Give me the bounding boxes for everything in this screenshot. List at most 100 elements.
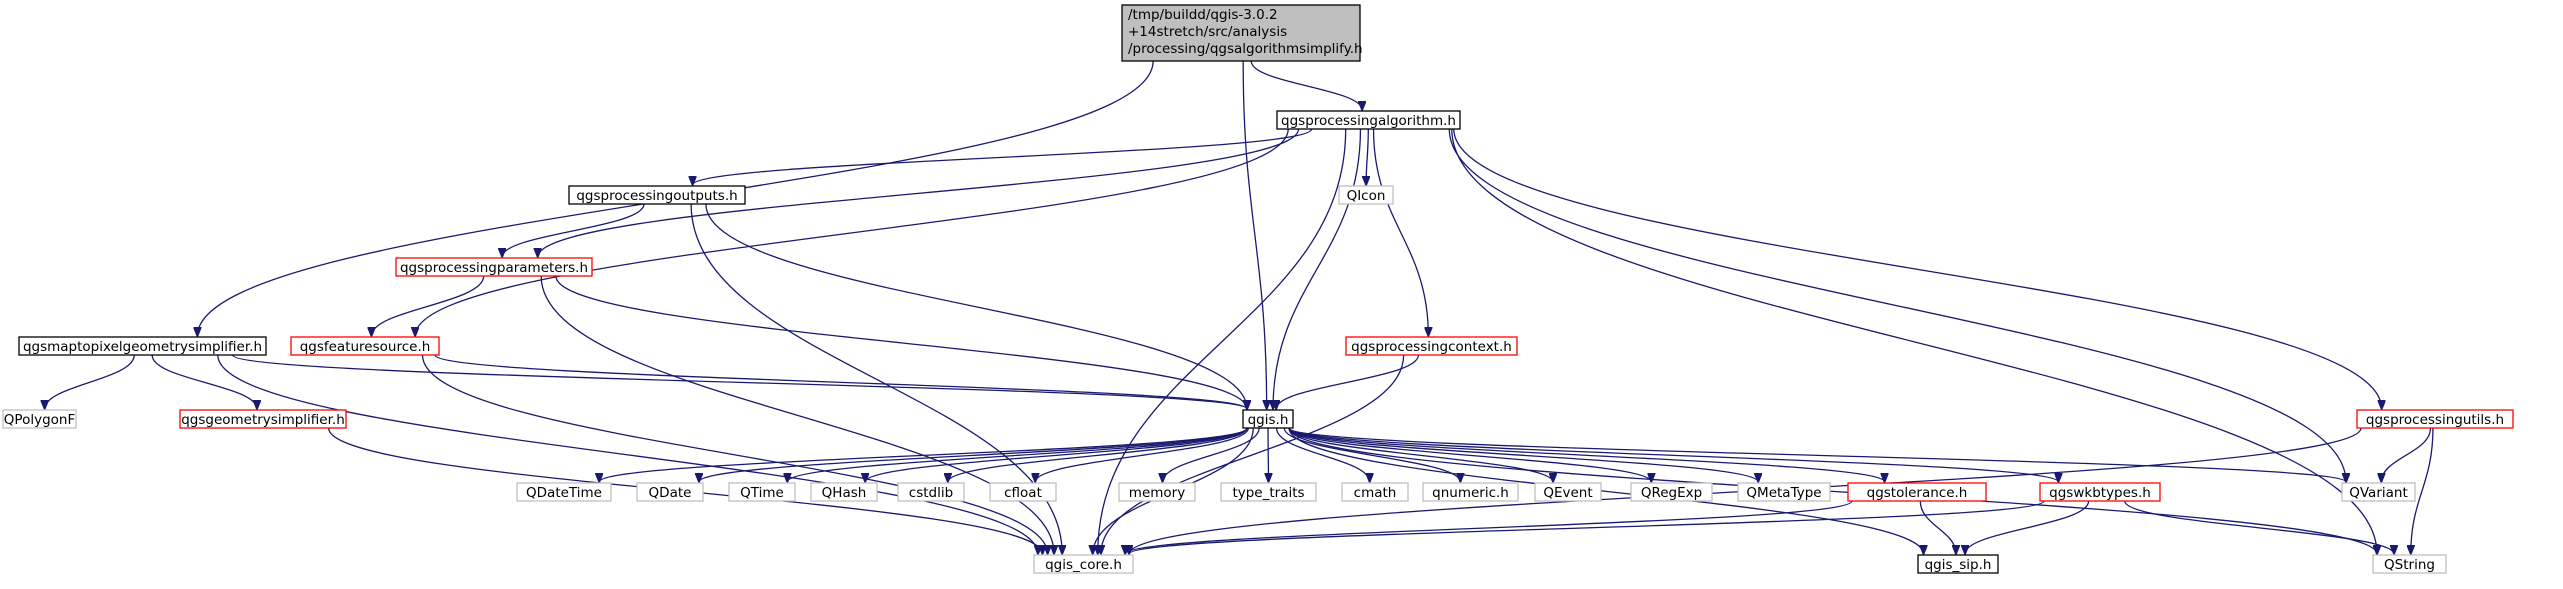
node-root[interactable]: /tmp/buildd/qgis-3.0.2+14stretch/src/ana… (1121, 4, 1363, 62)
node-parameters[interactable]: qgsprocessingparameters.h (395, 257, 593, 277)
node-simplifier[interactable]: qgsmaptopixelgeometrysimplifier.h (18, 336, 267, 356)
node-box (2341, 482, 2416, 502)
edge-qgis-to-qregexp (1288, 427, 1651, 482)
node-label: memory (1129, 485, 1185, 501)
node-label: type_traits (1232, 485, 1304, 501)
node-qmetatype[interactable]: QMetaType (1737, 482, 1831, 502)
edge-featuresource-to-qgis_core (421, 354, 1047, 554)
edge-utils-to-qvariant (2381, 427, 2432, 482)
node-qhash[interactable]: QHash (810, 482, 878, 502)
node-qpolygonf[interactable]: QPolygonF (2, 409, 77, 429)
edge-algorithm-to-parameters (538, 128, 1300, 257)
node-label: qgsfeaturesource.h (300, 339, 431, 355)
node-qregexp[interactable]: QRegExp (1630, 482, 1713, 502)
node-label: QString (2384, 557, 2435, 573)
node-qgis_sip[interactable]: qgis_sip.h (1917, 554, 1999, 574)
node-label: QTime (740, 485, 784, 501)
edge-qgis-to-wkbtypes (1288, 427, 2058, 482)
node-box (290, 336, 440, 356)
node-layer: /tmp/buildd/qgis-3.0.2+14stretch/src/ana… (2, 4, 2514, 574)
edge-context-to-qgis_core (1101, 354, 1405, 554)
node-qdatetime[interactable]: QDateTime (516, 482, 612, 502)
node-label: QEvent (1543, 485, 1592, 501)
node-box (516, 482, 612, 502)
node-qgis_core[interactable]: qgis_core.h (1033, 554, 1134, 574)
node-box (897, 482, 965, 502)
edge-tolerance-to-qgis_core (1125, 500, 1853, 554)
edge-qgis-to-cfloat (1035, 427, 1250, 482)
node-label: cstdlib (909, 485, 953, 501)
node-tolerance[interactable]: qgstolerance.h (1847, 482, 1987, 502)
node-qevent[interactable]: QEvent (1534, 482, 1602, 502)
node-label: QHash (822, 485, 867, 501)
node-box (1220, 482, 1317, 502)
node-box (1630, 482, 1713, 502)
edge-featuresource-to-qgis (434, 354, 1247, 409)
node-label: +14stretch/src/analysis (1128, 24, 1287, 40)
node-box (18, 336, 267, 356)
node-box (1847, 482, 1987, 502)
edge-algorithm-to-outputs (693, 128, 1313, 185)
node-geomsimplifier[interactable]: qgsgeometrysimplifier.h (179, 409, 347, 429)
node-context[interactable]: qgsprocessingcontext.h (1345, 336, 1518, 356)
node-label: cfloat (1004, 485, 1042, 501)
node-label: qgsprocessingcontext.h (1351, 339, 1512, 355)
node-label: qgswkbtypes.h (2049, 485, 2151, 501)
node-qstring[interactable]: QString (2372, 554, 2447, 574)
node-box (810, 482, 878, 502)
node-cstdlib[interactable]: cstdlib (897, 482, 965, 502)
node-box (1033, 554, 1134, 574)
node-utils[interactable]: qgsprocessingutils.h (2356, 409, 2514, 429)
node-label: qgsgeometrysimplifier.h (181, 412, 345, 428)
node-label: qgsprocessingparameters.h (400, 260, 588, 276)
node-qgis[interactable]: qgis.h (1242, 409, 1294, 429)
node-box (989, 482, 1057, 502)
node-cfloat[interactable]: cfloat (989, 482, 1057, 502)
node-qvariant[interactable]: QVariant (2341, 482, 2416, 502)
node-label: QMetaType (1746, 485, 1821, 501)
node-qdate[interactable]: QDate (636, 482, 704, 502)
node-label: cmath (1354, 485, 1397, 501)
node-label: /processing/qgsalgorithmsimplify.h (1128, 41, 1363, 57)
edge-qgis-to-qevent (1288, 427, 1553, 482)
edge-simplifier-to-geomsimplifier (151, 354, 257, 409)
node-cmath[interactable]: cmath (1341, 482, 1409, 502)
edge-outputs-to-parameters (502, 203, 645, 257)
edge-context-to-qgis (1276, 354, 1420, 409)
node-qnumeric[interactable]: qnumeric.h (1422, 482, 1519, 502)
node-box (2356, 409, 2514, 429)
node-label: qgis_sip.h (1925, 557, 1992, 573)
node-label: QRegExp (1641, 485, 1702, 501)
node-label: qgis_core.h (1045, 557, 1122, 573)
node-label: qgstolerance.h (1867, 485, 1968, 501)
node-memory[interactable]: memory (1118, 482, 1196, 502)
edge-qgis-to-tolerance (1288, 427, 1885, 482)
node-label: qgsprocessingalgorithm.h (1281, 113, 1456, 129)
edge-wkbtypes-to-qgis_sip (1965, 500, 2090, 554)
node-box (2, 409, 77, 429)
edge-qgis-to-qnumeric (1283, 427, 1460, 482)
node-box (2372, 554, 2447, 574)
edge-algorithm-to-qgis_core (1098, 128, 1347, 554)
edge-qgis-to-qmetatype (1288, 427, 1758, 482)
edge-root-to-qgis (1242, 60, 1266, 409)
edge-wkbtypes-to-qgis_core (1129, 500, 2045, 554)
node-wkbtypes[interactable]: qgswkbtypes.h (2039, 482, 2161, 502)
edge-algorithm-to-qvariant (1448, 128, 2346, 482)
node-label: QPolygonF (4, 412, 75, 428)
node-algorithm[interactable]: qgsprocessingalgorithm.h (1276, 110, 1461, 130)
node-outputs[interactable]: qgsprocessingoutputs.h (568, 185, 746, 205)
node-label: /tmp/buildd/qgis-3.0.2 (1128, 7, 1278, 23)
node-type_traits[interactable]: type_traits (1220, 482, 1317, 502)
edge-root-to-algorithm (1250, 60, 1362, 110)
edge-qgis-to-qtime (787, 427, 1248, 482)
node-box (2039, 482, 2161, 502)
node-featuresource[interactable]: qgsfeaturesource.h (290, 336, 440, 356)
edge-simplifier-to-qgis (231, 354, 1247, 409)
node-qicon[interactable]: QIcon (1338, 185, 1394, 205)
edge-algorithm-to-qstring (1451, 128, 2377, 554)
edge-algorithm-to-featuresource (415, 128, 1289, 336)
node-qtime[interactable]: QTime (728, 482, 796, 502)
edge-tolerance-to-qgis_sip (1919, 500, 1956, 554)
node-label: qgsprocessingutils.h (2366, 412, 2504, 428)
